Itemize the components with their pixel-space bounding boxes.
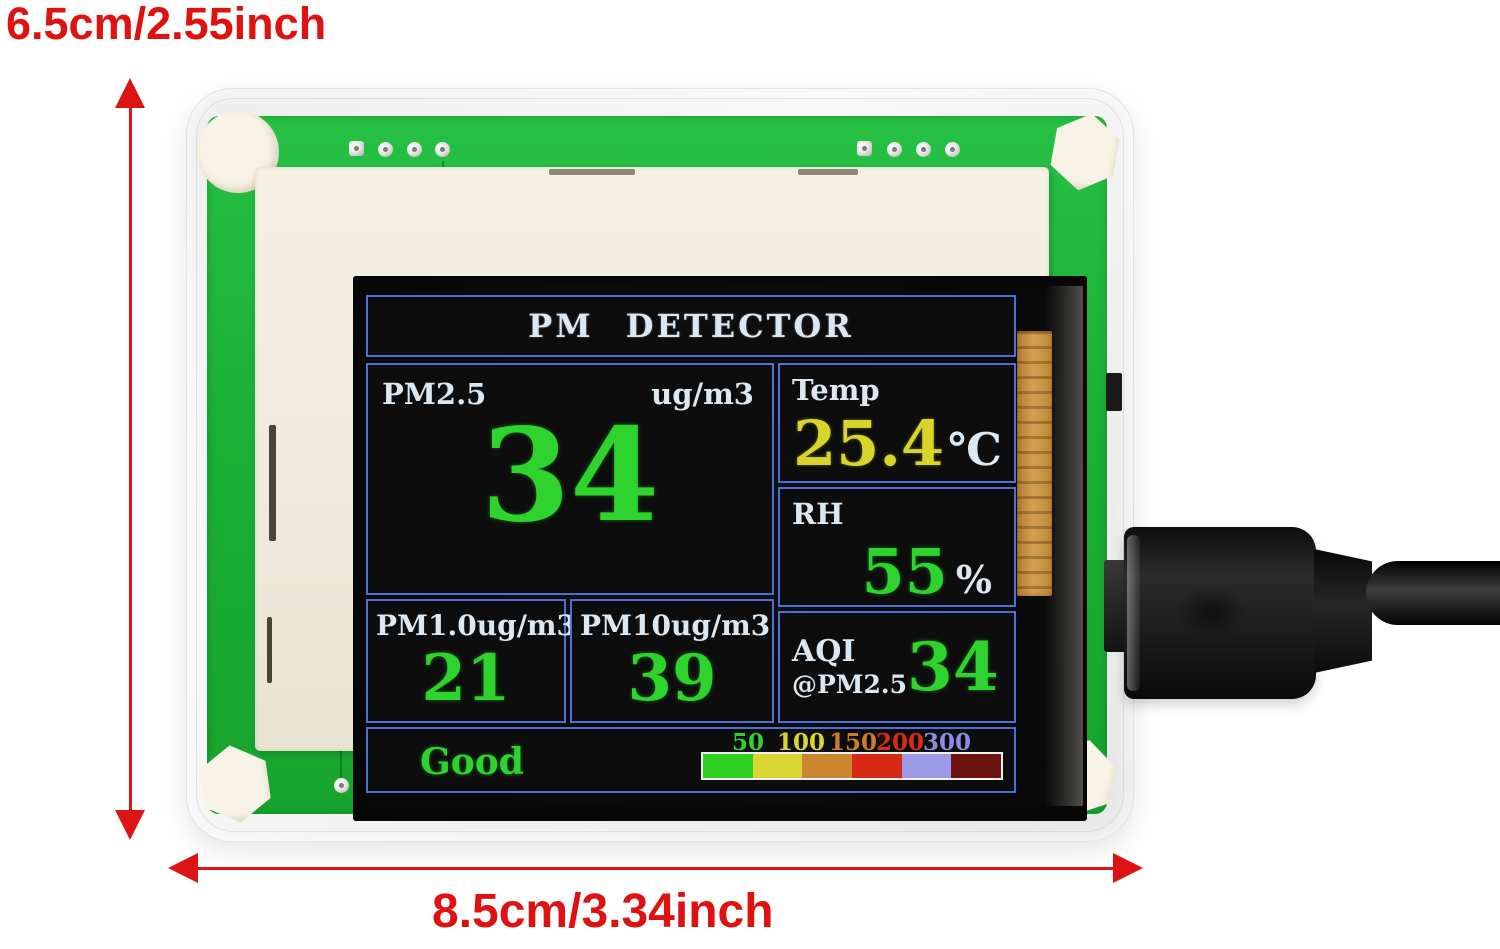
scale-segment-orange: [802, 754, 853, 778]
humidity-value: 55: [861, 535, 948, 608]
width-dimension-label: 8.5cm/3.34inch: [432, 885, 774, 938]
usb-plug: [1124, 527, 1316, 699]
humidity-label: RH: [792, 497, 844, 531]
pm25-label: PM2.5: [382, 377, 487, 411]
arrow-head-left-icon: [168, 853, 198, 883]
lcd-screen: PM DETECTOR PM2.5 ug/m3 34 Temp 25.4℃: [353, 276, 1087, 821]
status-text: Good: [420, 741, 524, 783]
arrow-head-down-icon: [115, 810, 145, 840]
scale-tick-100: 100: [776, 729, 826, 756]
solder-pad: [887, 142, 902, 157]
scale-color-bar: [701, 752, 1003, 780]
solder-pad: [435, 142, 450, 157]
pm25-value: 34: [480, 401, 660, 551]
height-dimension-label: 6.5cm/2.55inch: [6, 0, 327, 49]
pm1-panel: PM1.0 ug/m3 21: [366, 599, 576, 723]
usb-cable: [1366, 561, 1500, 625]
pm1-label: PM1.0: [376, 609, 477, 642]
height-dimension-arrow: [113, 78, 147, 840]
arrow-head-right-icon: [1113, 853, 1143, 883]
solder-pad: [378, 142, 393, 157]
pm10-value: 39: [627, 641, 717, 716]
frame-tab: [798, 169, 858, 175]
display-title-bar: PM DETECTOR: [366, 295, 1016, 357]
humidity-panel: RH 55%: [778, 487, 1016, 608]
solder-pad: [349, 141, 364, 156]
solder-pad: [945, 142, 960, 157]
temperature-value: 25.4: [793, 407, 945, 480]
solder-pad: [407, 142, 422, 157]
aqi-label: AQI: [792, 634, 856, 669]
aqi-color-scale: 50 100 150 200 300: [701, 729, 1005, 789]
pm10-unit: ug/m3: [671, 609, 771, 642]
scale-tick-50: 50: [731, 729, 765, 756]
usb-emboss-mark: [1176, 585, 1246, 637]
frame-tab: [549, 169, 635, 175]
temperature-panel: Temp 25.4℃: [778, 363, 1016, 483]
usb-plug-highlight: [1127, 535, 1140, 691]
solder-pad: [334, 778, 349, 793]
scale-tick-150: 150: [828, 729, 878, 756]
aqi-value: 34: [906, 628, 999, 706]
width-dimension-arrow: [168, 851, 1143, 885]
lcd-frame: PM DETECTOR PM2.5 ug/m3 34 Temp 25.4℃: [255, 167, 1087, 821]
arrow-head-up-icon: [115, 78, 145, 108]
smd-component: [1106, 373, 1122, 411]
solder-pad: [916, 142, 931, 157]
humidity-unit: %: [955, 557, 992, 602]
aqi-panel: AQI @PM2.5 34: [778, 611, 1016, 723]
arrow-line: [129, 104, 132, 814]
pm10-panel: PM10 ug/m3 39: [570, 599, 774, 723]
solder-pad: [857, 141, 872, 156]
frame-mark: [269, 425, 276, 541]
display-ui: PM DETECTOR PM2.5 ug/m3 34 Temp 25.4℃: [362, 295, 1020, 798]
scale-segment-green: [703, 754, 753, 778]
aqi-sublabel: @PM2.5: [792, 670, 907, 699]
pm25-unit: ug/m3: [651, 377, 754, 411]
scale-segment-red: [852, 754, 902, 778]
scale-tick-200: 200: [875, 729, 925, 756]
pm25-panel: PM2.5 ug/m3 34: [366, 363, 774, 595]
scale-segment-yellow: [752, 754, 803, 778]
scale-segment-purple: [901, 754, 952, 778]
flex-ribbon-cable: [1017, 331, 1052, 596]
scale-segment-maroon: [951, 754, 1002, 778]
arrow-line: [194, 867, 1117, 870]
temperature-label: Temp: [792, 373, 880, 407]
scale-tick-300: 300: [922, 729, 972, 756]
display-title: PM DETECTOR: [528, 307, 854, 345]
temperature-unit: ℃: [948, 423, 1002, 476]
pm10-label: PM10: [580, 609, 672, 642]
acrylic-case: PM DETECTOR PM2.5 ug/m3 34 Temp 25.4℃: [186, 88, 1134, 842]
usb-strain-relief: [1314, 549, 1372, 673]
pm1-value: 21: [421, 641, 511, 716]
frame-mark: [267, 617, 272, 683]
status-bar: Good 50 100 150 200 300: [366, 727, 1016, 793]
pm1-unit: ug/m3: [476, 609, 577, 642]
